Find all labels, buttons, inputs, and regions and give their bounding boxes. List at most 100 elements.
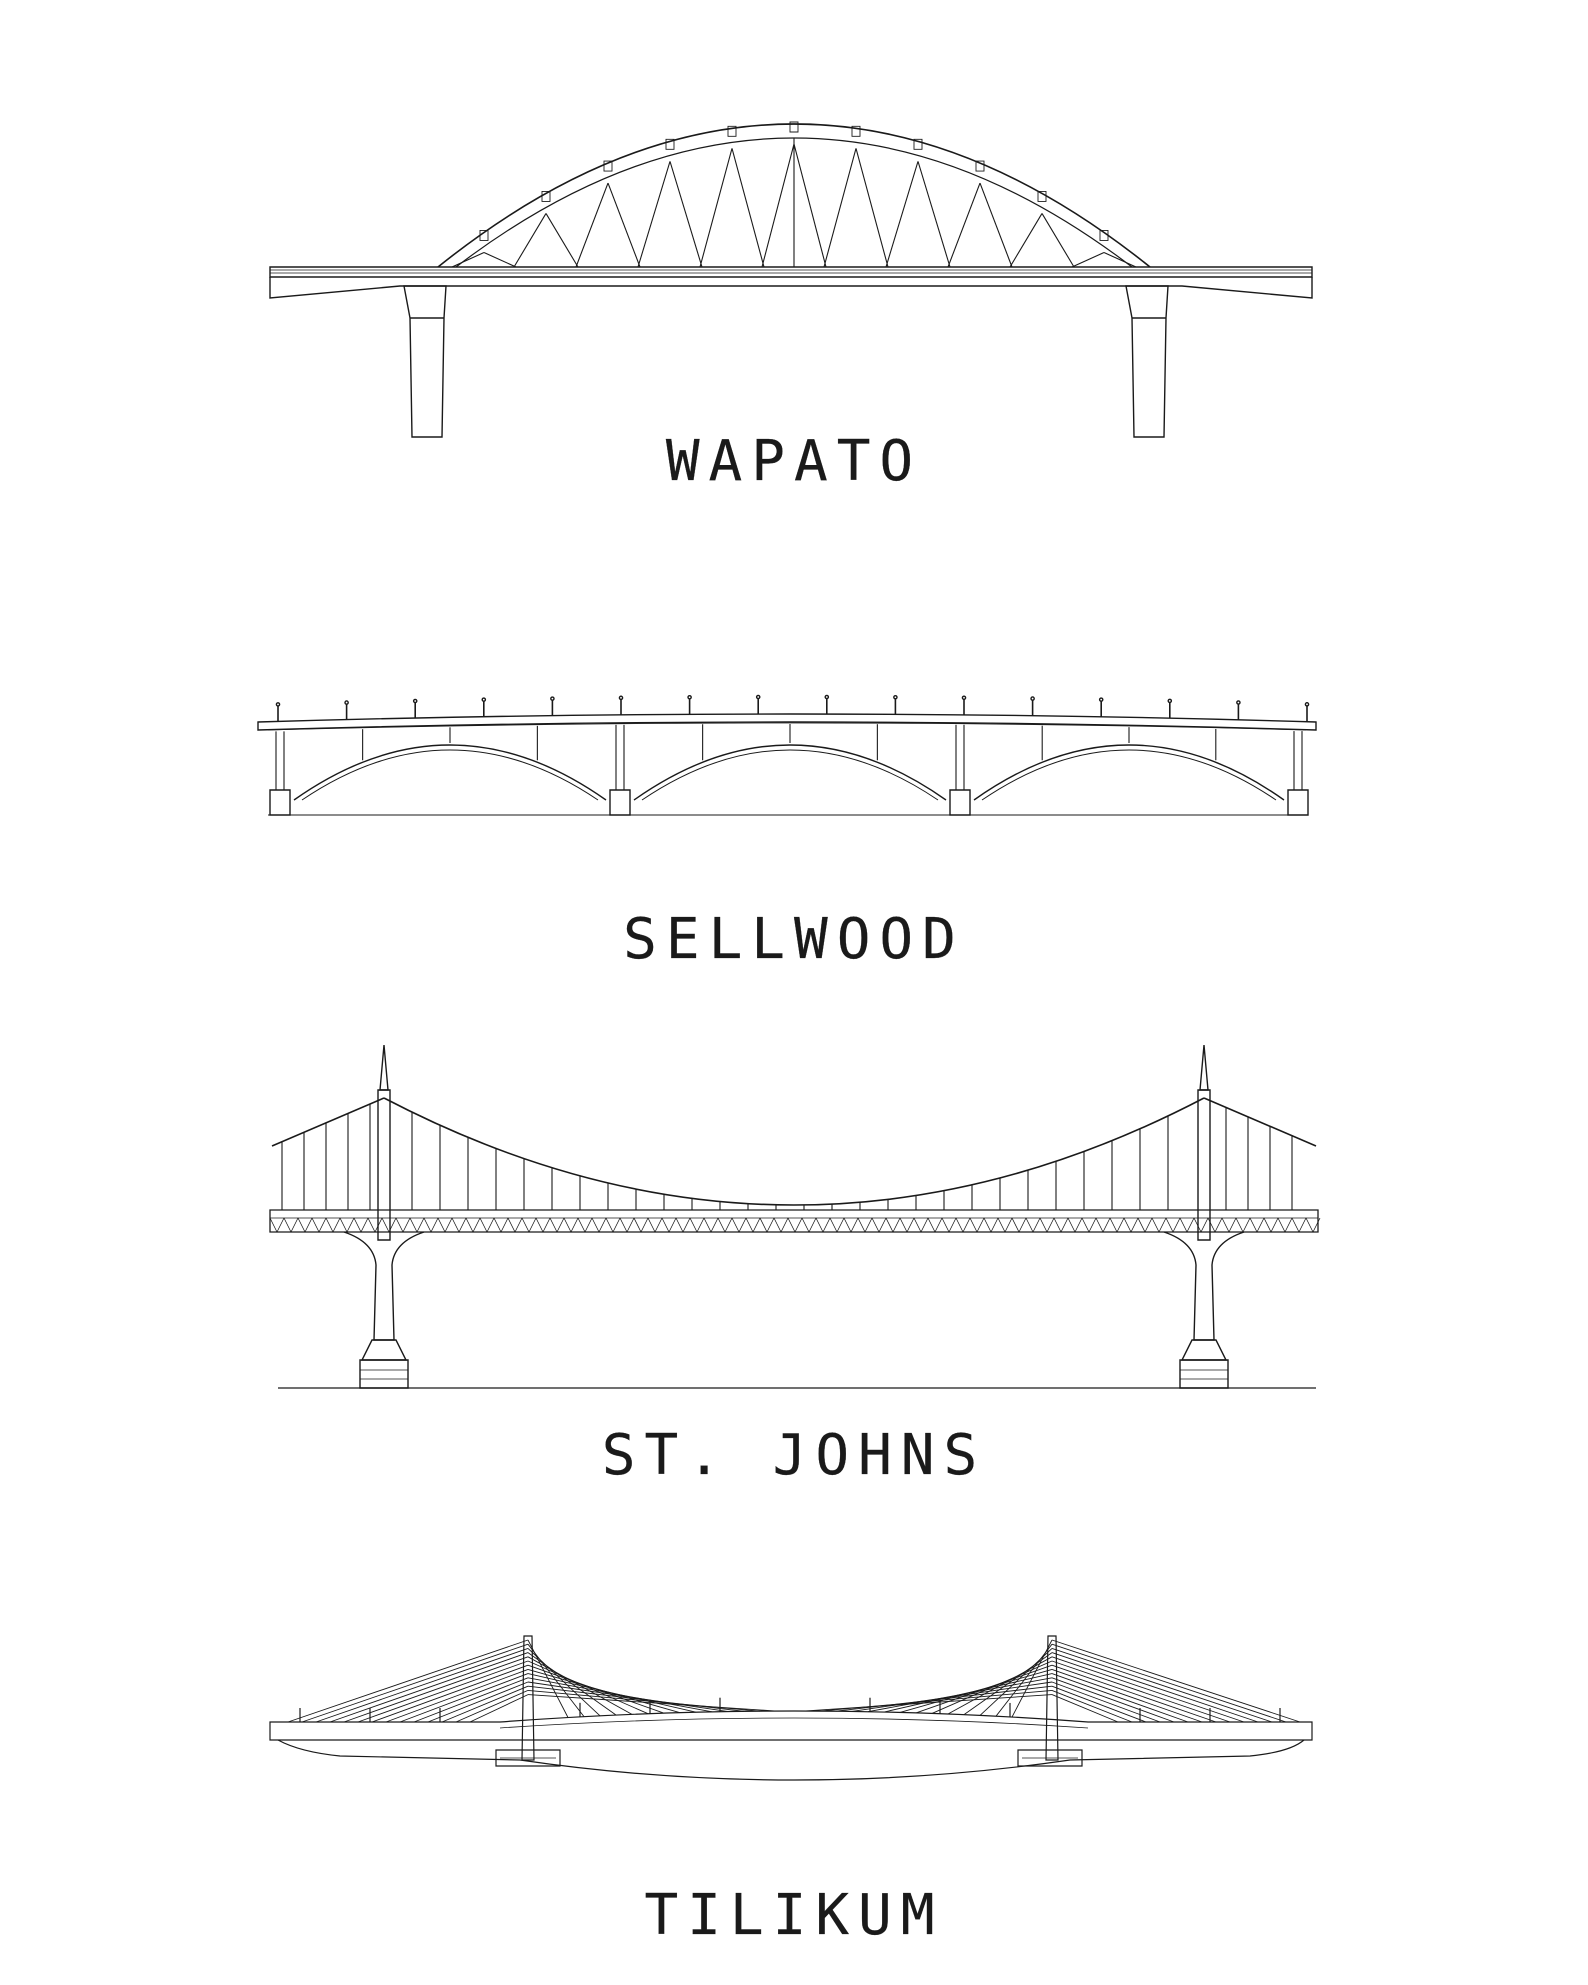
pier-base — [270, 790, 290, 815]
stay-cable — [302, 1644, 528, 1722]
lamp — [962, 696, 965, 699]
truss-web — [1061, 1218, 1068, 1232]
truss-web — [522, 1218, 529, 1232]
lamp — [1031, 697, 1034, 700]
truss-web — [1005, 1218, 1012, 1232]
deck — [258, 714, 1316, 730]
truss-web — [361, 1218, 368, 1232]
suspenders — [282, 1104, 1292, 1210]
truss-web — [564, 1218, 571, 1232]
arch-node — [1038, 191, 1046, 201]
truss-web — [1089, 1218, 1096, 1232]
truss-web — [977, 1218, 984, 1232]
truss-web — [1110, 1218, 1117, 1232]
tower-upper — [1198, 1090, 1210, 1240]
stay-cable — [428, 1682, 528, 1722]
truss-web — [1124, 1218, 1131, 1232]
stay-cable — [316, 1648, 528, 1722]
stay-cable — [414, 1678, 528, 1722]
tower-spire — [380, 1045, 388, 1090]
truss-web — [1166, 1218, 1173, 1232]
stay-cable — [400, 1674, 528, 1722]
truss-web — [711, 1218, 718, 1232]
truss-web — [620, 1218, 627, 1232]
arch-node — [728, 126, 736, 136]
truss-web — [823, 1218, 830, 1232]
truss-web — [802, 1218, 809, 1232]
arch-inner — [982, 750, 1276, 800]
truss-web — [606, 1218, 613, 1232]
hanger — [948, 183, 980, 267]
truss-web — [396, 1218, 403, 1232]
truss-web — [550, 1218, 557, 1232]
arch-node — [666, 139, 674, 149]
truss-web — [1019, 1218, 1026, 1232]
truss-web — [641, 1218, 648, 1232]
truss-web — [907, 1218, 914, 1232]
bridge-label-stjohns: ST. JOHNS — [601, 1423, 987, 1488]
truss-web — [466, 1218, 473, 1232]
truss-web — [963, 1218, 970, 1232]
hanger — [980, 183, 1012, 267]
hanger — [576, 183, 608, 267]
truss-web — [494, 1218, 501, 1232]
bridge-label-wapato: WAPATO — [665, 429, 923, 494]
arch-node — [542, 191, 550, 201]
lamp — [1100, 698, 1103, 701]
truss-web — [1236, 1218, 1243, 1232]
truss-web — [1187, 1218, 1194, 1232]
truss-web — [1075, 1218, 1082, 1232]
truss-web — [984, 1218, 991, 1232]
truss-web — [312, 1218, 319, 1232]
arch-node — [852, 126, 860, 136]
truss-web — [1117, 1218, 1124, 1232]
truss-web — [683, 1218, 690, 1232]
tower-footing — [360, 1360, 408, 1388]
lamp — [688, 696, 691, 699]
towers — [344, 1045, 1244, 1388]
truss-web — [991, 1218, 998, 1232]
truss-web — [1313, 1218, 1320, 1232]
stay-cable — [1052, 1678, 1174, 1722]
piers — [270, 725, 1308, 815]
truss-web — [452, 1218, 459, 1232]
truss-web — [305, 1218, 312, 1232]
arch-hangers — [452, 138, 1136, 267]
stay-cable — [528, 1682, 728, 1712]
back-stay-right — [1204, 1098, 1316, 1146]
arch-node — [914, 139, 922, 149]
stay-cable — [1052, 1661, 1230, 1722]
truss-web — [732, 1218, 739, 1232]
arch — [294, 745, 606, 800]
stay-cable — [442, 1686, 528, 1722]
truss-web — [333, 1218, 340, 1232]
truss-web — [1299, 1218, 1306, 1232]
hanger — [794, 144, 826, 267]
truss-web — [739, 1218, 746, 1232]
truss-web — [795, 1218, 802, 1232]
hanger — [484, 253, 516, 267]
truss-web — [1026, 1218, 1033, 1232]
truss-web — [998, 1218, 1005, 1232]
truss-web — [767, 1218, 774, 1232]
stay-cable — [528, 1678, 712, 1712]
arch-node — [1100, 230, 1108, 240]
truss-web — [844, 1218, 851, 1232]
tower-mast — [522, 1636, 534, 1760]
truss-web — [298, 1218, 305, 1232]
truss-web — [858, 1218, 865, 1232]
lamp-posts — [300, 1698, 1280, 1722]
tower-left — [522, 1636, 534, 1760]
stay-cable — [836, 1686, 1052, 1711]
truss-web — [368, 1218, 375, 1232]
truss-web — [1103, 1218, 1110, 1232]
truss-web — [592, 1218, 599, 1232]
truss-web — [277, 1218, 284, 1232]
truss-web — [291, 1218, 298, 1232]
truss-web — [627, 1218, 634, 1232]
truss-web — [326, 1218, 333, 1232]
truss-web — [438, 1218, 445, 1232]
truss-web — [669, 1218, 676, 1232]
truss-web — [781, 1218, 788, 1232]
truss-web — [1264, 1218, 1271, 1232]
